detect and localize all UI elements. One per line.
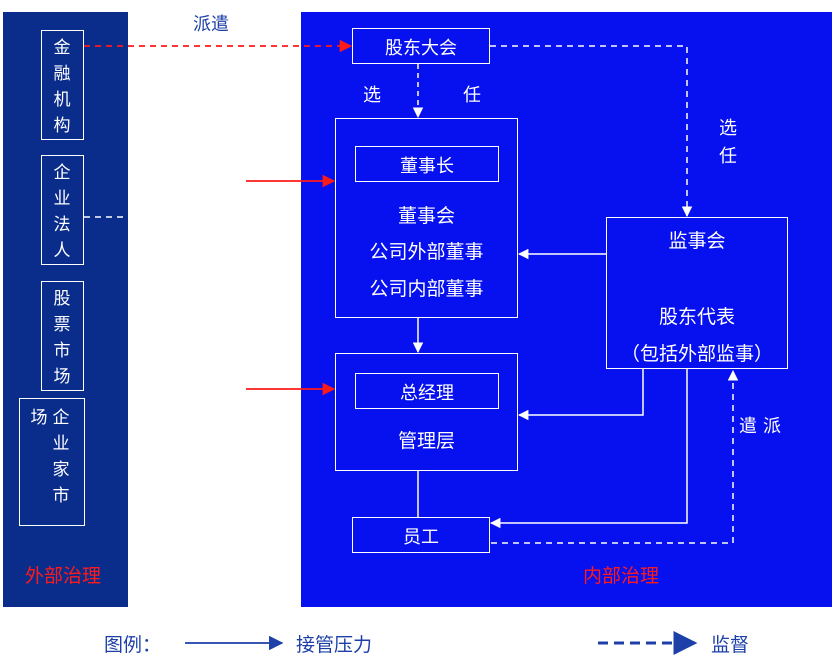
corporate-legal-persons-box: 企业法人 <box>41 155 84 265</box>
entrepreneur-market-side-label: 场 <box>30 408 48 428</box>
general-manager-label: 总经理 <box>400 383 454 404</box>
supervisors-to-management-arrow <box>517 369 644 421</box>
external-governance-panel <box>3 12 128 607</box>
shareholders-meeting-label: 股东大会 <box>385 38 457 59</box>
supervisory-board-box: 监事会 股东代表 （包括外部监事） <box>606 217 788 369</box>
board-box: 董事长 董事会 公司外部董事 公司内部董事 <box>335 118 518 318</box>
financial-institutions-box: 金融机构 <box>41 30 84 140</box>
supervisors-to-employees-arrow <box>489 369 688 529</box>
elect-left-label: 选 <box>363 85 381 106</box>
management-team-label: 管理层 <box>397 430 455 452</box>
board-title: 董事会 <box>397 205 455 227</box>
financial-institutions-label: 金融机构 <box>53 38 71 136</box>
elect-right-label: 任 <box>463 85 481 106</box>
elect-supervisors-arrow <box>490 45 693 218</box>
legend-title: 图例： <box>104 634 162 656</box>
pressure-line-lower <box>130 336 247 472</box>
entrepreneur-market-box: 场 企业家市 <box>19 398 85 526</box>
internal-governance-footer: 内部治理 <box>583 565 660 587</box>
stock-market-label: 股票市场 <box>53 289 71 387</box>
external-supervisors-label: （包括外部监事） <box>620 343 773 365</box>
chairman-box: 董事长 <box>355 146 499 182</box>
elect-vertical-1: 选 <box>719 118 737 139</box>
external-directors-label: 公司外部董事 <box>369 241 484 263</box>
legend-solid-label: 接管压力 <box>296 634 373 656</box>
corporate-legal-persons-label: 企业法人 <box>53 163 71 261</box>
general-manager-box: 总经理 <box>355 373 499 409</box>
legal-person-dispatch-line <box>84 46 193 218</box>
dispatch-right-2: 派 <box>763 416 781 437</box>
internal-directors-label: 公司内部董事 <box>369 278 484 300</box>
stock-market-box: 股票市场 <box>41 281 84 391</box>
shareholders-meeting-box: 股东大会 <box>352 28 490 64</box>
external-governance-footer: 外部治理 <box>25 565 102 587</box>
pressure-line <box>130 181 247 337</box>
legend-dashed-label: 监督 <box>711 634 750 656</box>
dispatch-right-1: 遣 <box>739 416 757 437</box>
shareholder-representatives-label: 股东代表 <box>658 306 735 328</box>
entrepreneur-market-label: 企业家市 <box>52 408 70 506</box>
supervisory-board-title: 监事会 <box>668 230 726 252</box>
elect-vertical-2: 任 <box>719 146 737 167</box>
internal-governance-panel <box>301 12 832 607</box>
employees-label: 员工 <box>403 527 439 548</box>
management-box: 总经理 管理层 <box>335 353 518 471</box>
employees-dispatch-arrow <box>491 369 739 544</box>
employees-box: 员工 <box>352 517 490 553</box>
dispatch-top-label: 派遣 <box>193 14 229 35</box>
chairman-label: 董事长 <box>400 156 454 177</box>
